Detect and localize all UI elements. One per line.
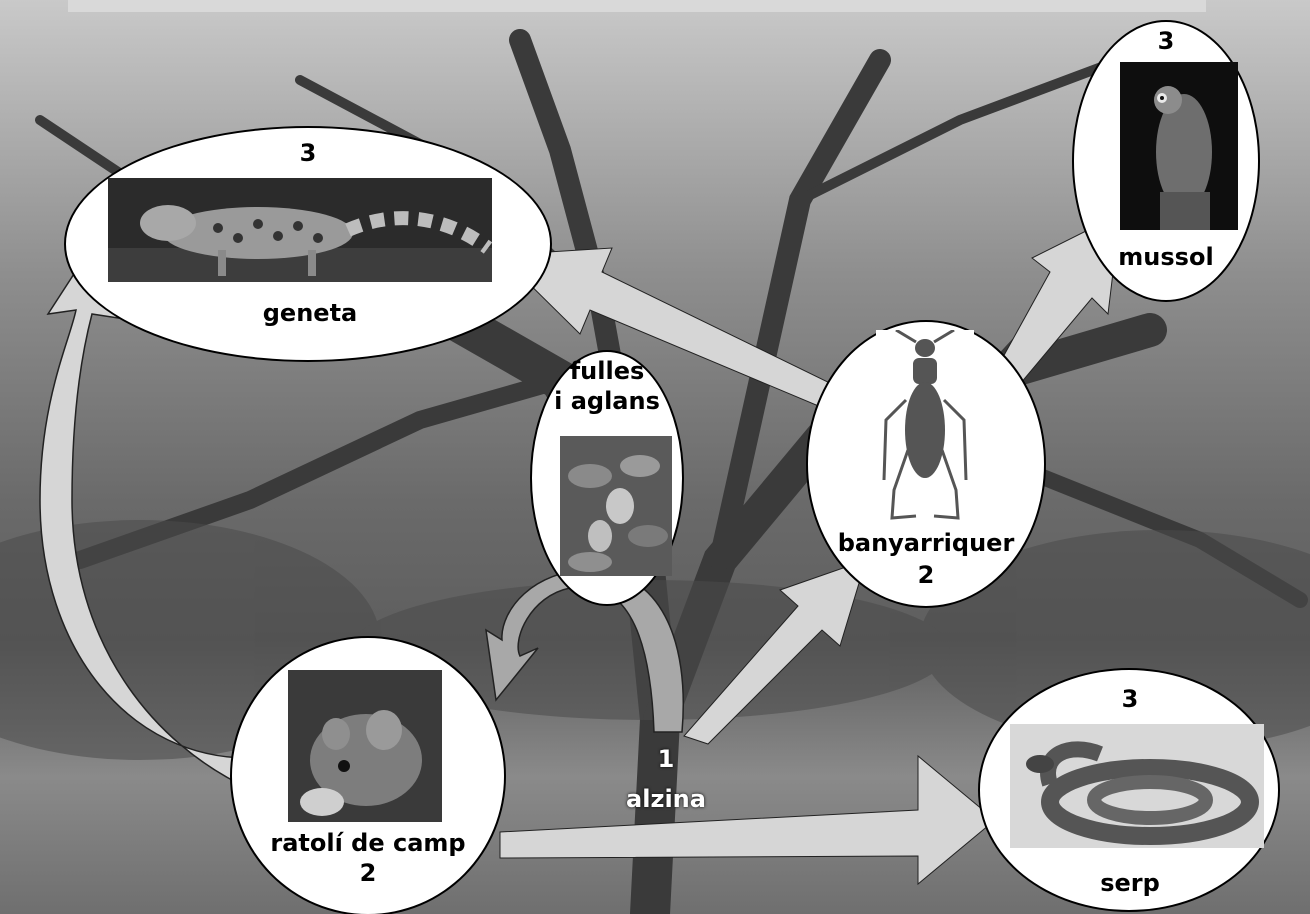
mussol-label: mussol bbox=[1106, 244, 1226, 270]
ratoli-label: ratolí de camp bbox=[268, 830, 468, 856]
ratoli-level: 2 bbox=[348, 860, 388, 886]
geneta-level: 3 bbox=[288, 140, 328, 166]
banyarriquer-label: banyarriquer bbox=[826, 530, 1026, 556]
mussol-level: 3 bbox=[1146, 28, 1186, 54]
geneta-label: geneta bbox=[220, 300, 400, 326]
beetle-drawing-icon bbox=[876, 330, 974, 522]
serp-level: 3 bbox=[1110, 686, 1150, 712]
arrow-ratoli-to-serp bbox=[500, 756, 995, 884]
fulles-label-line1: fulles bbox=[547, 358, 667, 384]
owl-photo-icon bbox=[1120, 62, 1238, 230]
serp-label: serp bbox=[1080, 870, 1180, 896]
alzina-level: 1 bbox=[646, 746, 686, 772]
banyarriquer-level: 2 bbox=[906, 562, 946, 588]
alzina-label: alzina bbox=[616, 786, 716, 812]
snake-photo-icon bbox=[1010, 724, 1264, 848]
arrow-banyarriquer-to-geneta bbox=[500, 248, 840, 410]
genet-photo-icon bbox=[108, 178, 492, 282]
arrow-alzina-to-banyarriquer bbox=[684, 560, 866, 744]
fulles-label-line2: i aglans bbox=[537, 388, 677, 414]
mouse-photo-icon bbox=[288, 670, 442, 822]
acorn-leaves-photo-icon bbox=[560, 436, 672, 576]
